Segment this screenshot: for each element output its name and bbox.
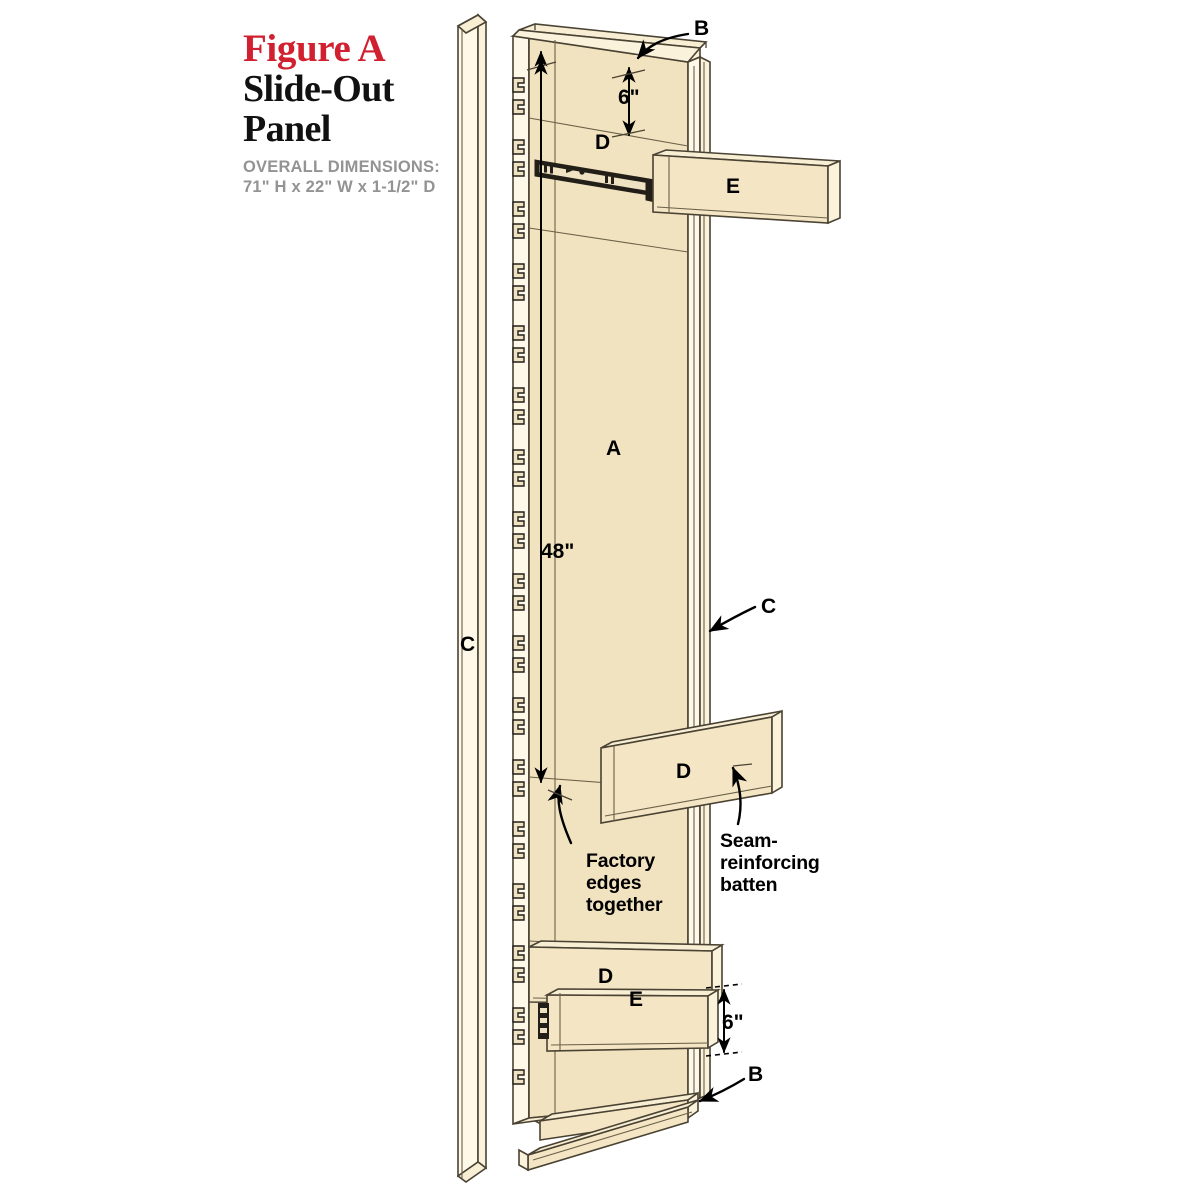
callout-B-top: B [694,17,710,40]
annotation-lines [526,32,757,1103]
board-E-top [652,149,841,225]
board-B-bottom-detached [518,1091,699,1172]
callout-E-top: E [726,175,741,198]
board-E-bottom [538,988,721,1052]
callout-B-bottom: B [748,1063,764,1086]
callout-D-bottom: D [598,965,614,988]
overall-dimensions: OVERALL DIMENSIONS: 71" H x 22" W x 1-1/… [243,158,440,196]
main-panel-assembly [509,23,841,1126]
batten-D-mid [600,709,783,824]
title-block: Figure A Slide-Out Panel OVERALL DIMENSI… [243,27,458,197]
callout-48in: 48" [541,540,575,563]
callout-D-batten: D [676,760,692,783]
callout-C-right-rail: C [761,595,777,618]
callout-C-left-rail: C [460,633,476,656]
callout-6in-bottom: 6" [722,1011,744,1034]
figure-title: Figure A [243,27,386,70]
left-vertical-rail-C [456,13,488,1183]
edge-clip-hardware-column [512,77,525,1085]
figure-subtitle-line2: Panel [243,108,331,151]
callout-6in-top: 6" [618,86,640,109]
figure-subtitle-line1: Slide-Out [243,68,394,111]
callout-factory-edges: Factory edges together [586,850,663,916]
callout-seam-batten: Seam- reinforcing batten [720,830,820,896]
callout-E-bottom: E [629,988,644,1011]
callout-A-main-panel: A [606,437,622,460]
callout-D-top: D [595,131,611,154]
